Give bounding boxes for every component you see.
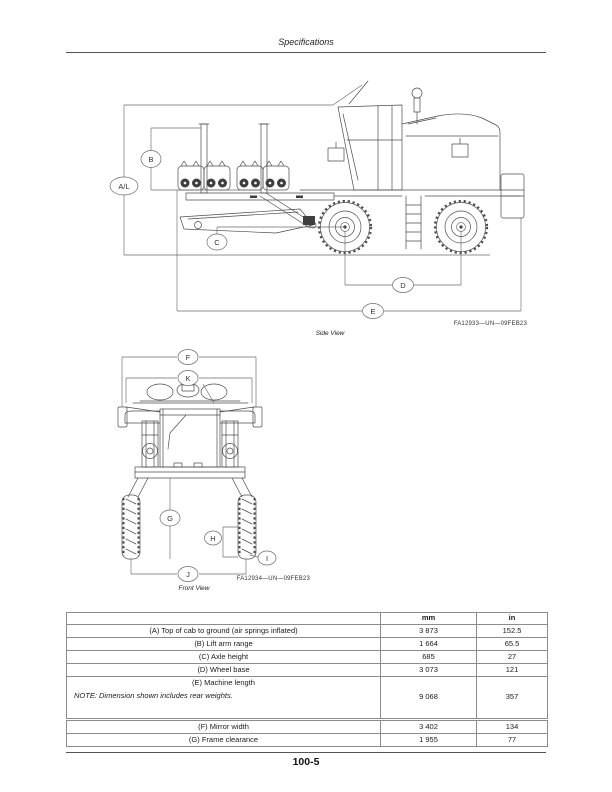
lift-arm (179, 192, 317, 234)
row-mm: 685 (380, 650, 477, 664)
table-row: (G) Frame clearance 1 955 77 (66, 733, 548, 747)
engine-hood (401, 113, 501, 191)
row-in: 121 (476, 663, 548, 677)
callout-a-l: A/L (109, 176, 139, 196)
antenna (348, 80, 369, 105)
table-header-row: mm in (66, 612, 548, 625)
suspension-towers (141, 420, 239, 468)
front-toolbar (185, 123, 335, 201)
col-header-in: in (476, 612, 548, 625)
row-in: 152.5 (476, 624, 548, 638)
press-wheels (180, 178, 286, 188)
row-mm: 3 073 (380, 663, 477, 677)
table-row: (C) Axle height 685 27 (66, 650, 548, 664)
callout-h: H (204, 530, 222, 546)
page-number: 100-5 (292, 756, 320, 768)
row-label: (G) Frame clearance (66, 733, 381, 747)
callout-f-label: F (186, 353, 191, 362)
callout-g-label: G (167, 514, 173, 523)
header-rule (66, 52, 546, 53)
row-in: 65.5 (476, 637, 548, 651)
row-in: 27 (476, 650, 548, 664)
footer-rule (66, 752, 546, 753)
top-platform (132, 382, 249, 404)
row-label: (E) Machine length NOTE: Dimension shown… (66, 676, 381, 721)
row-label-text: (E) Machine length (192, 678, 255, 687)
row-units (177, 160, 290, 191)
row-in: 357 (476, 676, 548, 721)
row-label: (A) Top of cab to ground (air springs in… (66, 624, 381, 638)
row-label: (C) Axle height (66, 650, 381, 664)
table-row: (B) Lift arm range 1 664 65.5 (66, 637, 548, 651)
callout-d: D (392, 277, 414, 293)
figure-id-front: FA12934—UN—09FEB23 (236, 576, 310, 582)
row-in: 77 (476, 733, 548, 747)
row-label: (D) Wheel base (66, 663, 381, 677)
side-dimension-lines (123, 84, 522, 312)
table-row: (D) Wheel base 3 073 121 (66, 663, 548, 677)
table-row-machine-length: (E) Machine length NOTE: Dimension shown… (66, 676, 548, 721)
callout-k: K (177, 370, 199, 386)
row-mm: 1 664 (380, 637, 477, 651)
callout-f: F (177, 349, 199, 365)
figure-caption-side-view: Side View (315, 330, 345, 337)
dimensions-table: mm in (A) Top of cab to ground (air spri… (66, 612, 548, 747)
figure-side-view: A/L B C D E (109, 80, 525, 319)
callout-c: C (206, 233, 228, 251)
exhaust-stack (411, 87, 423, 125)
cab-front (159, 408, 221, 468)
wiper (167, 414, 187, 450)
row-mm: 9 068 (380, 676, 477, 721)
row-mm: 3 873 (380, 624, 477, 638)
right-front-wheel (237, 494, 257, 560)
callout-g: G (159, 509, 181, 527)
front-machine-drawing (117, 382, 263, 560)
row-in: 134 (476, 719, 548, 734)
col-header-mm: mm (380, 612, 477, 625)
callout-a-l-label: A/L (118, 182, 129, 191)
wheel-legs (127, 477, 253, 498)
left-front-wheel (121, 494, 141, 560)
frame-band (134, 462, 246, 479)
cab (337, 80, 403, 191)
figure-caption-front-view: Front View (178, 585, 210, 592)
callout-j: J (177, 566, 199, 582)
callout-h-label: H (210, 534, 215, 543)
mirror-boxes (327, 137, 469, 162)
callout-b-label: B (148, 155, 153, 164)
callout-d-label: D (400, 281, 406, 290)
table-row: (F) Mirror width 3 402 134 (66, 719, 548, 734)
callout-j-label: J (186, 570, 190, 579)
figure-id-side: FA12933—UN—09FEB23 (453, 321, 527, 327)
front-dimension-lines (121, 356, 259, 575)
row-label: (B) Lift arm range (66, 637, 381, 651)
row-mm: 1 955 (380, 733, 477, 747)
table-row: (A) Top of cab to ground (air springs in… (66, 624, 548, 638)
row-label: (F) Mirror width (66, 719, 381, 734)
callout-c-label: C (214, 238, 220, 247)
row-mm: 3 402 (380, 719, 477, 734)
figure-front-view: F K G H I J (117, 349, 277, 582)
col-header-label (66, 612, 381, 625)
mirrors (117, 406, 263, 428)
callout-e: E (362, 303, 384, 319)
ladder (405, 195, 422, 250)
callout-k-label: K (185, 374, 190, 383)
page-header-title: Specifications (278, 37, 334, 47)
callout-b: B (140, 150, 162, 168)
callout-e-label: E (370, 307, 375, 316)
callout-i-label: I (266, 554, 268, 563)
row-note: NOTE: Dimension shown includes rear weig… (74, 690, 233, 700)
callout-i: I (257, 550, 277, 566)
